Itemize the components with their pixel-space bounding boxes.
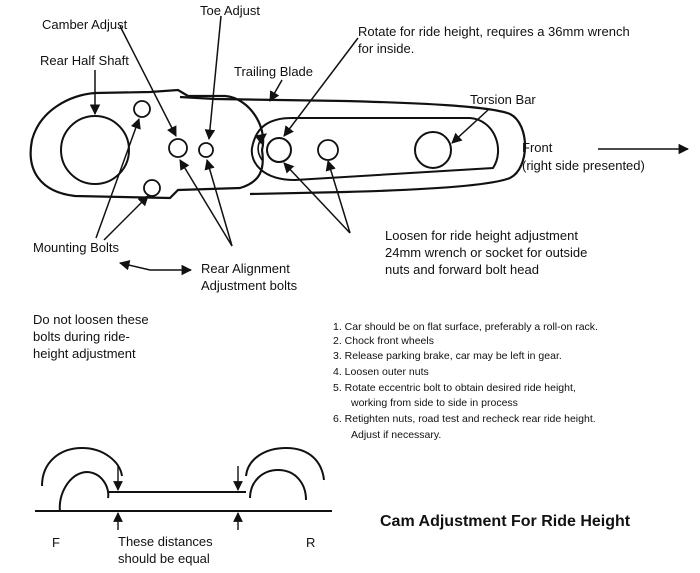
diagram-title: Cam Adjustment For Ride Height xyxy=(380,513,631,530)
leader-loosen-1 xyxy=(283,162,351,234)
do-not-loosen-line-3: height adjustment xyxy=(33,346,136,361)
step-5-continued: working from side to side in process xyxy=(351,397,518,409)
step-5: 5. Rotate eccentric bolt to obtain desir… xyxy=(333,382,576,394)
leader-trailing-blade xyxy=(269,79,283,102)
mounting-bolts-label: Mounting Bolts xyxy=(33,240,119,255)
rotate-note-line-1: Rotate for ride height, requires a 36mm … xyxy=(358,24,630,39)
step-3: 3. Release parking brake, car may be lef… xyxy=(333,350,562,362)
leader-align-2 xyxy=(204,158,233,247)
loosen-note-line-1: Loosen for ride height adjustment xyxy=(385,228,578,243)
step-1: 1. Car should be on flat surface, prefer… xyxy=(333,321,598,333)
car-front-label: F xyxy=(52,535,60,550)
leader-camber xyxy=(119,25,177,137)
front-label: Front xyxy=(522,140,553,155)
rear-wheel xyxy=(249,468,307,501)
do-not-loosen-line-1: Do not loosen these xyxy=(33,312,149,327)
camber-adjust-label: Camber Adjust xyxy=(42,17,128,32)
toe-adjust-bolt xyxy=(198,142,214,158)
rear-alignment-line-2: Adjustment bolts xyxy=(201,278,298,293)
leader-rotate xyxy=(283,37,359,137)
rear-alignment-line-1: Rear Alignment xyxy=(201,261,290,276)
leader-align-4 xyxy=(118,260,151,271)
equal-note-line-2: should be equal xyxy=(118,551,210,566)
rotate-note-line-2: for inside. xyxy=(358,41,415,56)
forward-bolt xyxy=(317,139,339,161)
torsion-bar-label: Torsion Bar xyxy=(470,92,536,107)
loosen-note-line-2: 24mm wrench or socket for outside xyxy=(385,245,588,260)
leader-toe xyxy=(204,15,222,141)
trailing-arm-outline xyxy=(29,88,265,200)
step-6: 6. Retighten nuts, road test and recheck… xyxy=(333,413,596,425)
rear-half-shaft-hub xyxy=(60,115,130,185)
rear-half-shaft-label: Rear Half Shaft xyxy=(40,53,129,68)
trailing-blade xyxy=(179,95,527,196)
leader-mounting-1 xyxy=(95,118,141,239)
mounting-bolt-upper xyxy=(133,100,151,118)
leader-torsion-bar xyxy=(451,109,489,144)
rear-fender xyxy=(245,446,325,481)
mounting-bolt-lower xyxy=(143,179,161,197)
trailing-blade-inner xyxy=(250,117,499,182)
step-4: 4. Loosen outer nuts xyxy=(333,366,429,378)
eccentric-bolt xyxy=(266,137,292,163)
equal-note-line-1: These distances xyxy=(118,534,213,549)
torsion-bar-end xyxy=(414,131,452,169)
leader-loosen-2 xyxy=(325,159,351,234)
right-side-label: (right side presented) xyxy=(522,158,645,173)
do-not-loosen-line-2: bolts during ride- xyxy=(33,329,130,344)
toe-adjust-label: Toe Adjust xyxy=(200,3,260,18)
front-fender xyxy=(41,446,123,487)
leader-mounting-2 xyxy=(103,195,149,241)
camber-adjust-bolt xyxy=(168,138,188,158)
step-2: 2. Chock front wheels xyxy=(333,335,434,347)
front-wheel xyxy=(58,470,110,512)
step-6-continued: Adjust if necessary. xyxy=(351,429,442,441)
trailing-blade-label: Trailing Blade xyxy=(234,64,314,79)
rotation-arrow xyxy=(254,133,267,161)
car-rear-label: R xyxy=(306,535,316,550)
loosen-note-line-3: nuts and forward bolt head xyxy=(385,262,539,277)
leader-align-1 xyxy=(179,159,233,247)
